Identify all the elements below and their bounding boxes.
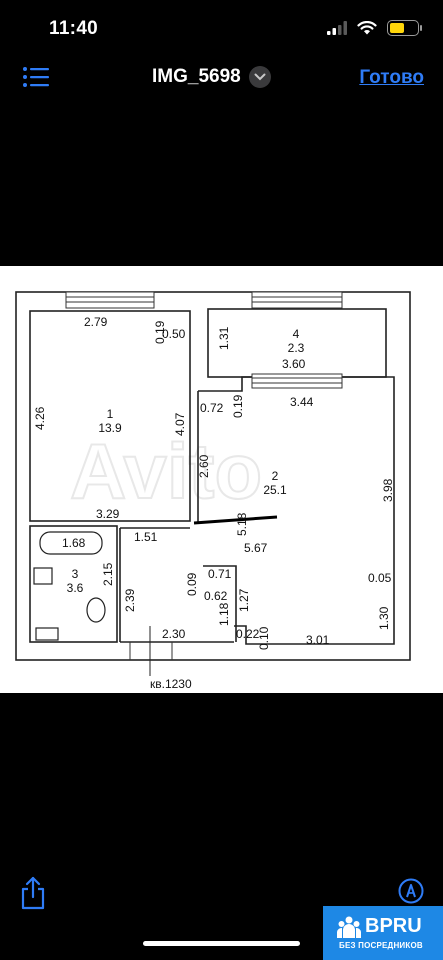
logo-brand: BPRU bbox=[365, 915, 422, 937]
dim-label: 1.51 bbox=[134, 530, 158, 544]
dim-label: 0.62 bbox=[204, 589, 228, 603]
signal-icon bbox=[327, 21, 347, 35]
room-number: 2 bbox=[272, 469, 279, 483]
home-indicator bbox=[143, 941, 300, 946]
bpru-logo: BPRU БЕЗ ПОСРЕДНИКОВ bbox=[323, 906, 443, 960]
dim-label: 5.67 bbox=[244, 541, 268, 555]
dim-label: 2.15 bbox=[101, 562, 115, 586]
room-area: 13.9 bbox=[98, 421, 122, 435]
status-bar: 11:40 bbox=[0, 0, 443, 56]
navigation-bar: IMG_5698 Готово bbox=[0, 56, 443, 104]
room-number: 4 bbox=[293, 327, 300, 341]
dim-label: 0.72 bbox=[200, 401, 224, 415]
dim-label: 3.60 bbox=[282, 357, 306, 371]
apartment-label: кв.1230 bbox=[150, 677, 192, 691]
dim-label: 4.07 bbox=[173, 412, 187, 436]
room-number: 3 bbox=[72, 567, 79, 581]
dim-label: 1.30 bbox=[377, 606, 391, 630]
room-area: 3.6 bbox=[67, 581, 84, 595]
bathtub-icon bbox=[39, 531, 103, 555]
dim-label: 0.22 bbox=[236, 627, 260, 641]
title-menu[interactable]: IMG_5698 bbox=[152, 66, 271, 88]
dim-label: 3.01 bbox=[306, 633, 330, 647]
done-button[interactable]: Готово bbox=[359, 67, 424, 88]
battery-icon bbox=[387, 20, 422, 36]
logo-tagline: БЕЗ ПОСРЕДНИКОВ bbox=[339, 941, 423, 950]
dim-label: 3.29 bbox=[96, 507, 120, 521]
dim-label: 2.79 bbox=[84, 315, 108, 329]
room-area: 25.1 bbox=[263, 483, 287, 497]
dim-label: 0.50 bbox=[162, 327, 186, 341]
dim-label: 2.60 bbox=[197, 454, 211, 478]
markup-icon[interactable] bbox=[398, 878, 424, 904]
dim-label: 3.98 bbox=[381, 478, 395, 502]
dim-label: 0.10 bbox=[257, 626, 271, 650]
people-icon bbox=[337, 916, 361, 938]
list-icon[interactable] bbox=[22, 66, 50, 88]
dim-label: 0.19 bbox=[153, 320, 167, 344]
share-icon[interactable] bbox=[20, 876, 46, 910]
dim-label: 0.19 bbox=[231, 394, 245, 418]
floor-plan-image: Avito bbox=[0, 266, 443, 693]
status-time: 11:40 bbox=[49, 18, 99, 39]
dim-label: 2.30 bbox=[162, 627, 186, 641]
watermark: Avito bbox=[70, 427, 262, 515]
toilet-icon bbox=[86, 597, 106, 623]
dim-label: 2.39 bbox=[123, 588, 137, 612]
room-area: 2.3 bbox=[288, 341, 305, 355]
status-icons bbox=[327, 20, 422, 36]
dim-label: 3.44 bbox=[290, 395, 314, 409]
dim-label: 0.05 bbox=[368, 571, 392, 585]
dim-label: 0.09 bbox=[185, 572, 199, 596]
room-number: 1 bbox=[107, 407, 114, 421]
dim-label: 0.71 bbox=[208, 567, 232, 581]
page-title: IMG_5698 bbox=[152, 66, 241, 87]
dim-label: 5.18 bbox=[235, 512, 249, 536]
wifi-icon bbox=[357, 21, 377, 35]
dim-label: 1.68 bbox=[62, 536, 86, 550]
chevron-down-icon bbox=[248, 66, 271, 88]
dim-label: 1.18 bbox=[217, 602, 231, 626]
dim-label: 1.31 bbox=[217, 326, 231, 350]
dim-label: 1.27 bbox=[237, 588, 251, 612]
dim-label: 4.26 bbox=[33, 406, 47, 430]
